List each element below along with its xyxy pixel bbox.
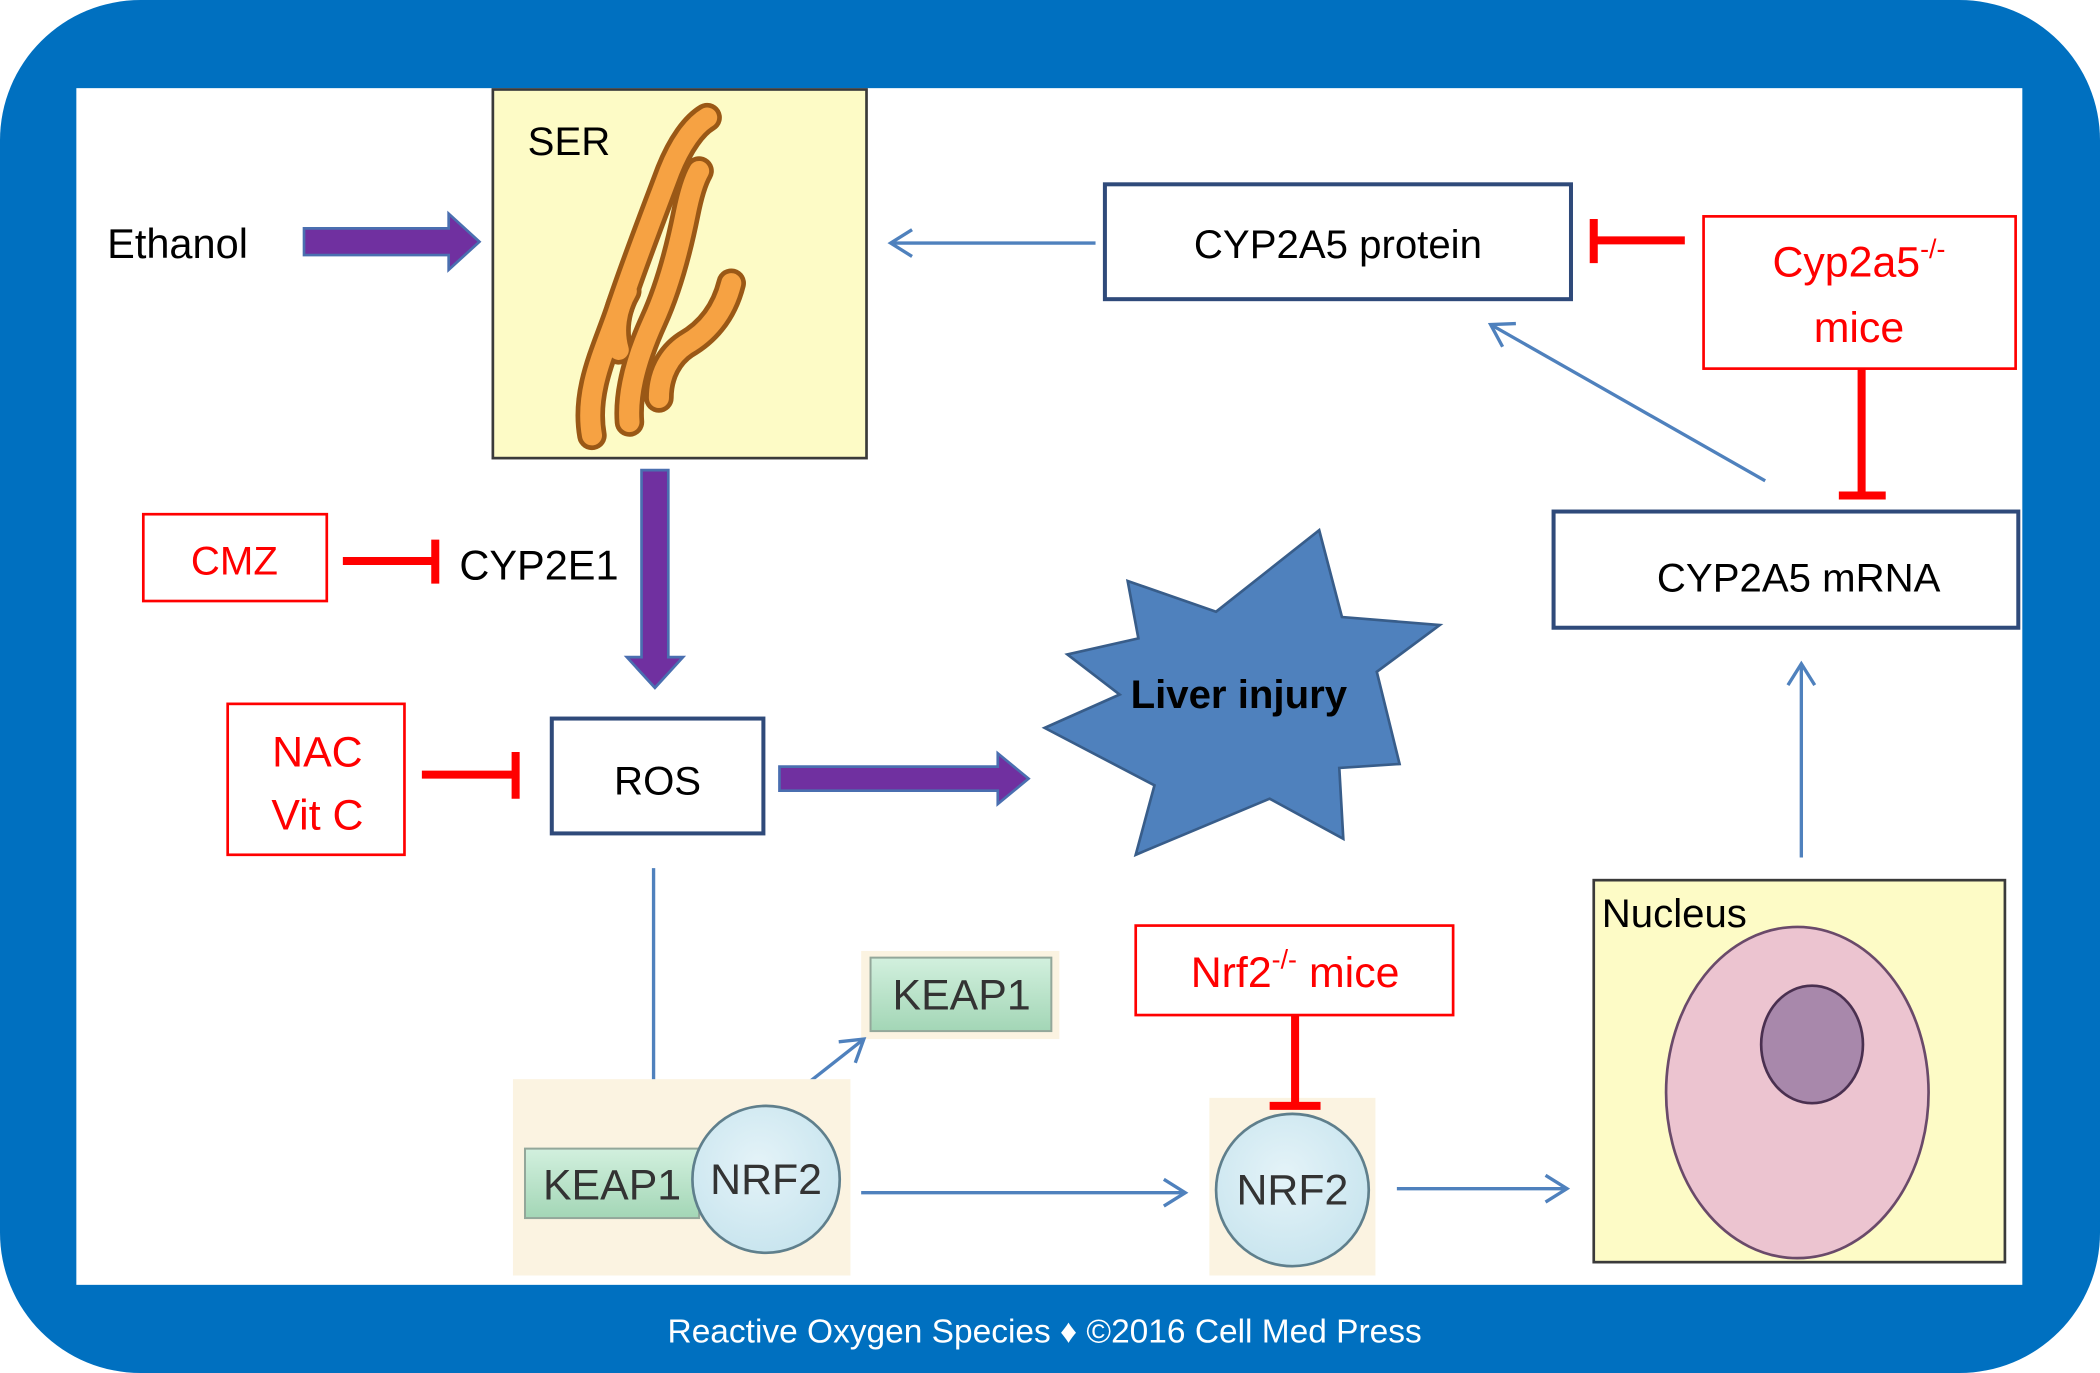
cyp2a5-protein-box [1102, 182, 1573, 302]
cmz-box [141, 512, 329, 603]
keap1-nrf2-complex: KEAP1 NRF2 [512, 1079, 851, 1276]
nrf2-label: NRF2 [710, 1156, 822, 1204]
ros-label: ROS [614, 759, 701, 804]
er-strand [580, 107, 718, 446]
cyp2a5-knockout-inhibitor: Cyp2a5-/- mice [1589, 215, 2017, 500]
nrf2-circle [691, 1104, 842, 1255]
cyp2a5-knockout-box [1702, 215, 2017, 370]
cyp2a5-mrna-box [1551, 509, 2021, 630]
cmz-label: CMZ [191, 538, 278, 583]
antioxidant-box [226, 702, 406, 857]
gene-name: Nrf2 [1191, 949, 1272, 997]
nucleus-label: Nucleus [1602, 891, 1747, 936]
nrf2-knockout-label: Nrf2-/- mice [1191, 944, 1400, 997]
ser-to-ros-arrow [623, 468, 687, 690]
vit-c-label: Vit C [271, 791, 363, 839]
genotype-superscript: -/- [1920, 234, 1945, 264]
gene-name: Cyp2a5 [1772, 239, 1920, 287]
cyp2a5-protein-label: CYP2A5 protein [1194, 222, 1482, 267]
antioxidant-inhibitor: NAC Vit C [226, 702, 520, 857]
footer-credit: Reactive Oxygen Species ♦ ©2016 Cell Med… [668, 1313, 1422, 1350]
keap1-released: KEAP1 [861, 950, 1060, 1040]
knockout-suffix: mice [1309, 949, 1399, 997]
cyp2a5-knockout-label: Cyp2a5-/- [1772, 234, 1945, 287]
keap1-box [869, 956, 1053, 1033]
nrf2-free: NRF2 [1209, 1097, 1376, 1276]
genotype-superscript: -/- [1272, 944, 1297, 974]
ser-organelle: SER [491, 88, 868, 460]
nac-label: NAC [272, 729, 362, 777]
nrf2-circle [1214, 1112, 1371, 1268]
keap1-label: KEAP1 [543, 1161, 681, 1209]
ros-to-liver-injury-arrow [778, 750, 1031, 807]
keap1-label: KEAP1 [893, 972, 1031, 1020]
liver-injury-label: Liver injury [1131, 672, 1348, 717]
er-strand [648, 273, 742, 409]
nrf2-knockout-inhibitor: Nrf2-/- mice [1134, 924, 1455, 1110]
liver-injury-starburst [1041, 527, 1444, 858]
ethanol-to-ser-arrow [302, 210, 482, 273]
nucleus-panel: Nucleus [1592, 878, 2007, 1264]
keap1-box [523, 1147, 701, 1220]
cmz-inhibitor: CMZ [141, 512, 440, 603]
cyp2a5-knockout-suffix: mice [1814, 304, 1904, 352]
er-membrane-drawing [575, 102, 746, 451]
mrna-to-protein-arrow [1487, 321, 1767, 483]
nrf2-label: NRF2 [1236, 1167, 1348, 1215]
er-strand [606, 281, 637, 360]
cyp2a5-mrna-label: CYP2A5 mRNA [1657, 556, 1941, 601]
cyp2e1-label: CYP2E1 [459, 542, 618, 589]
ser-label: SER [528, 119, 611, 164]
ethanol-label: Ethanol [107, 220, 248, 267]
er-strand [619, 160, 710, 433]
nucleolus-drawing [1759, 984, 1865, 1105]
ros-box [549, 716, 766, 836]
